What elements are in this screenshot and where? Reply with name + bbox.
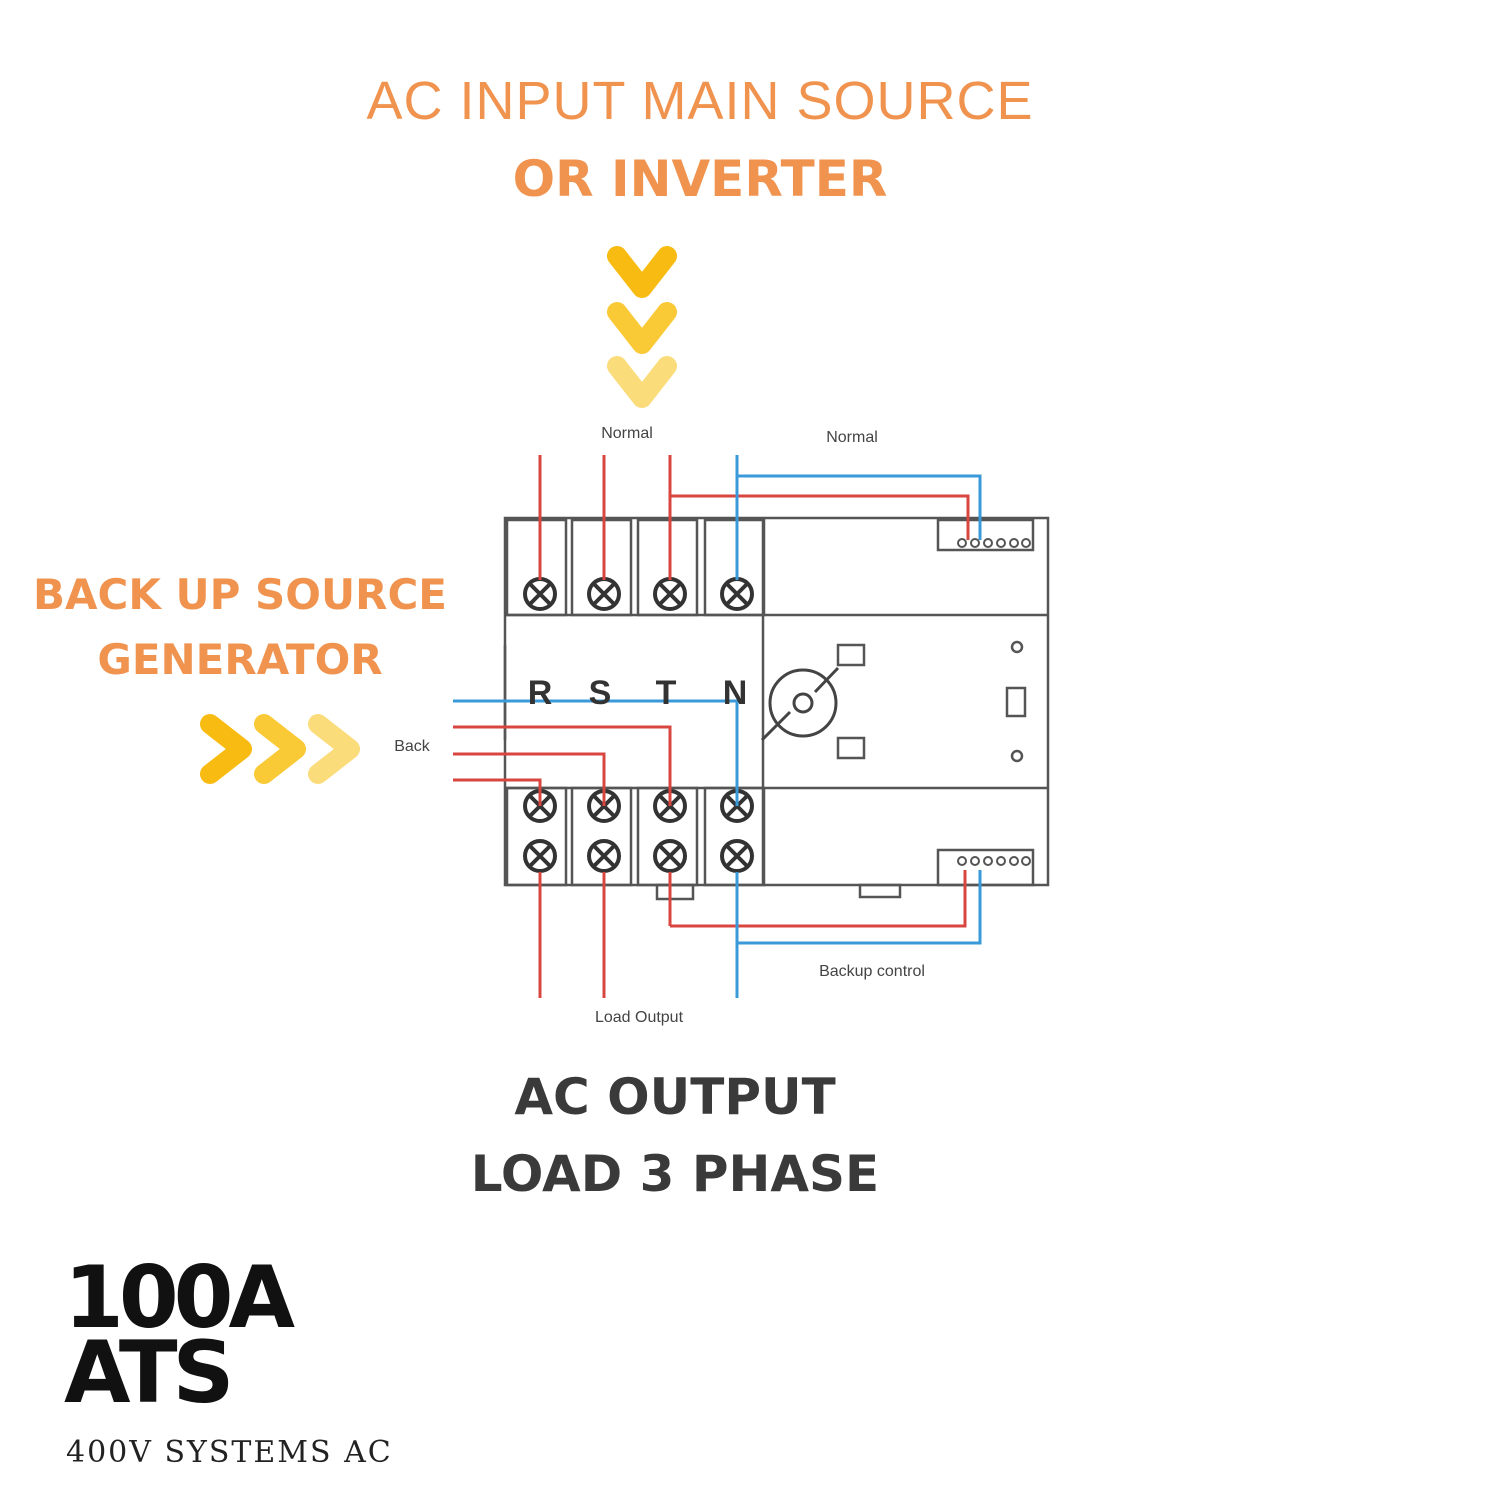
inverter-heading: OR INVERTER [512, 150, 888, 208]
product-label: ATS [64, 1323, 234, 1423]
terminal-screw-icon [587, 839, 621, 873]
system-subtitle: 400V SYSTEMS AC [66, 1435, 393, 1470]
phase-label-n: N [723, 674, 748, 712]
main-source-heading: AC INPUT MAIN SOURCE [366, 71, 1034, 131]
phase-label-r: R [528, 674, 553, 712]
ac-output-heading: AC OUTPUT [514, 1068, 836, 1126]
normal-label-right: Normal [826, 429, 878, 446]
terminal-screw-icon [523, 839, 557, 873]
backup-source-heading: BACK UP SOURCE [33, 570, 447, 619]
generator-heading: GENERATOR [97, 635, 383, 684]
normal-label-left: Normal [601, 425, 653, 442]
chevron-right-icon [200, 714, 360, 784]
chevron-down-icon [607, 246, 677, 408]
phase-labels: R S T N [528, 674, 748, 712]
terminal-screw-icon [720, 577, 754, 611]
control-connector-pins [957, 538, 1031, 866]
red-phase-wires [453, 455, 970, 998]
blue-neutral-wires [453, 455, 982, 998]
rotary-switch-icon [760, 666, 840, 742]
back-label: Back [394, 738, 431, 755]
terminal-screw-icon [653, 577, 687, 611]
terminal-screw-icon [720, 839, 754, 873]
backup-control-label: Backup control [819, 963, 925, 980]
load-output-label: Load Output [595, 1009, 684, 1026]
load-3-phase-heading: LOAD 3 PHASE [470, 1145, 880, 1203]
terminal-screw-icon [653, 839, 687, 873]
ats-housing [503, 516, 1050, 901]
rating-label: 100A [64, 1248, 295, 1348]
phase-label-s: S [589, 674, 612, 712]
phase-label-t: T [656, 674, 677, 712]
terminal-screw-icon [587, 577, 621, 611]
terminal-screw-icon [523, 577, 557, 611]
